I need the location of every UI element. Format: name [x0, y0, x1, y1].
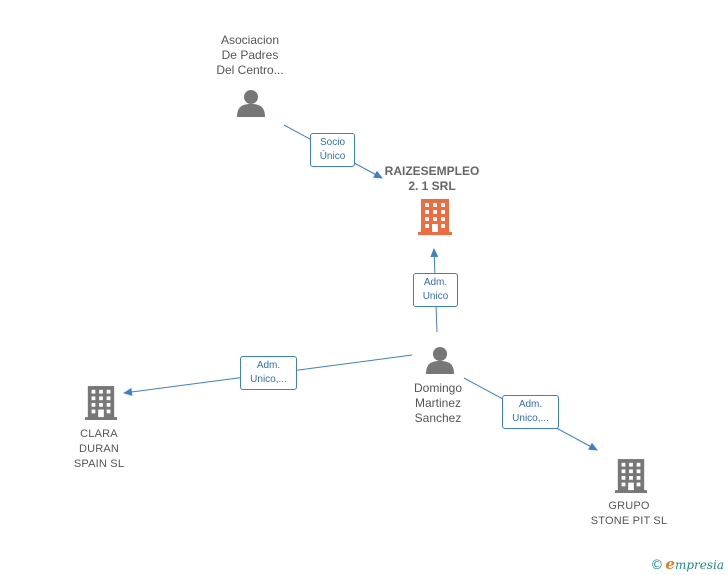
brand-logo-text: mpresia [674, 558, 724, 572]
node-label-asociacion: Asociacion De Padres Del Centro... [216, 33, 284, 77]
node-label-domingo: Domingo Martinez Sanchez [413, 381, 463, 425]
edge-label-adm-unico: Adm. Unico [413, 273, 458, 307]
person-icon [237, 90, 265, 117]
node-label-grupo: GRUPO STONE PIT SL [590, 500, 668, 527]
brand-footer: ©empresia [650, 555, 724, 573]
node-label-clara: CLARA DURAN SPAIN SL [73, 428, 125, 470]
edge-label-socio-unico: Socio Único [310, 133, 355, 167]
company-building-icon [615, 459, 647, 493]
company-building-icon [85, 386, 117, 420]
company-building-icon-main [418, 199, 452, 235]
edge-label-adm-clara: Adm. Unico,... [240, 356, 297, 390]
edge-label-adm-grupo: Adm. Unico,... [502, 395, 559, 429]
brand-logo-initial: e [665, 555, 675, 573]
person-icon [426, 347, 454, 374]
node-label-raize: RAIZESEMPLEO 2. 1 SRL [384, 164, 480, 193]
copyright-icon: © [650, 558, 664, 573]
